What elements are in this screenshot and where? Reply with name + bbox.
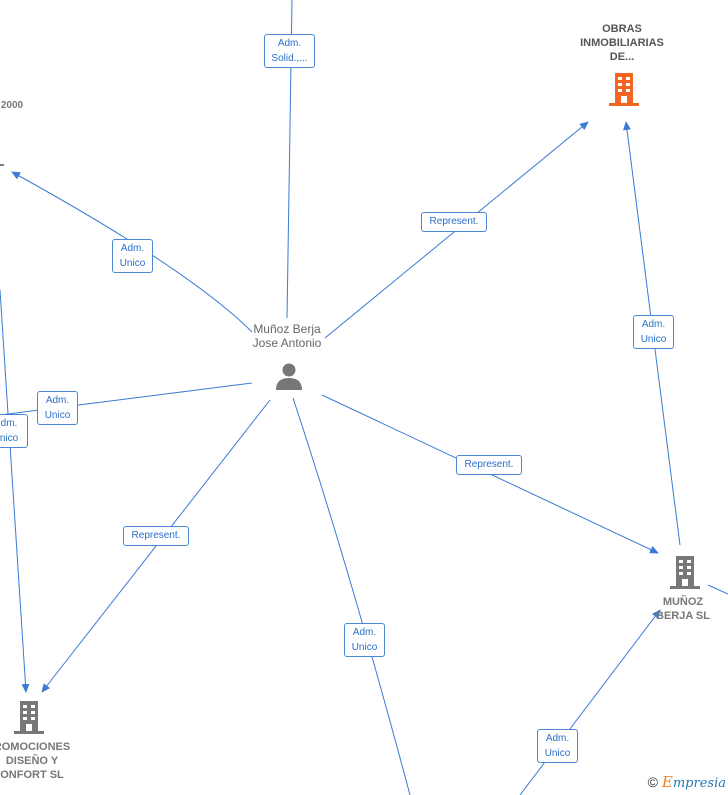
edge-label-adm-unico-upper-left[interactable]: Adm. Unico <box>112 239 153 273</box>
brand-name: mpresia <box>672 776 726 791</box>
brand-initial: E <box>661 773 673 791</box>
edge-label-adm-unico-bottom[interactable]: Adm. Unico <box>344 623 385 657</box>
edge-left-vertical <box>0 289 30 693</box>
edge-bottom-sl <box>519 609 661 795</box>
obras-label: OBRAS INMOBILIARIAS DE... <box>580 23 664 63</box>
edge-bottom <box>292 397 411 795</box>
edge-label-adm-unico-left[interactable]: Adm. Unico <box>37 391 78 425</box>
edge-promo <box>41 399 271 693</box>
promociones-label: ROMOCIONES DISEÑO Y ONFORT SL <box>0 741 71 781</box>
edge-label-adm-unico-bottom-sl[interactable]: Adm. Unico <box>537 729 578 763</box>
copyright-symbol: © <box>647 774 658 790</box>
edge-label-adm-solid[interactable]: Adm. Solid.,... <box>264 34 315 68</box>
obras-building-icon[interactable] <box>609 72 639 106</box>
munoz-berja-sl-label: MUÑOZ BERJA SL <box>656 596 710 622</box>
edge-label-represent-obras[interactable]: Represent. <box>421 212 487 232</box>
partial-left-label: 2000 <box>0 100 24 111</box>
edge-label-adm-unico-sl-obras[interactable]: Adm. Unico <box>633 315 674 349</box>
edge-right-out <box>707 584 728 595</box>
empresia-watermark: ©Empresia <box>648 773 726 791</box>
edge-label-represent-sl[interactable]: Represent. <box>456 455 522 475</box>
edge-upper-left <box>11 171 253 333</box>
edge-label-represent-promo[interactable]: Represent. <box>123 526 189 546</box>
promociones-building-icon[interactable] <box>14 700 44 734</box>
person-icon[interactable] <box>275 362 303 390</box>
person-label: Muñoz Berja Jose Antonio <box>252 322 322 350</box>
edge-label-adm-unico-left-edge[interactable]: dm. nico <box>0 414 28 448</box>
munoz-berja-sl-building-icon[interactable] <box>670 555 700 589</box>
